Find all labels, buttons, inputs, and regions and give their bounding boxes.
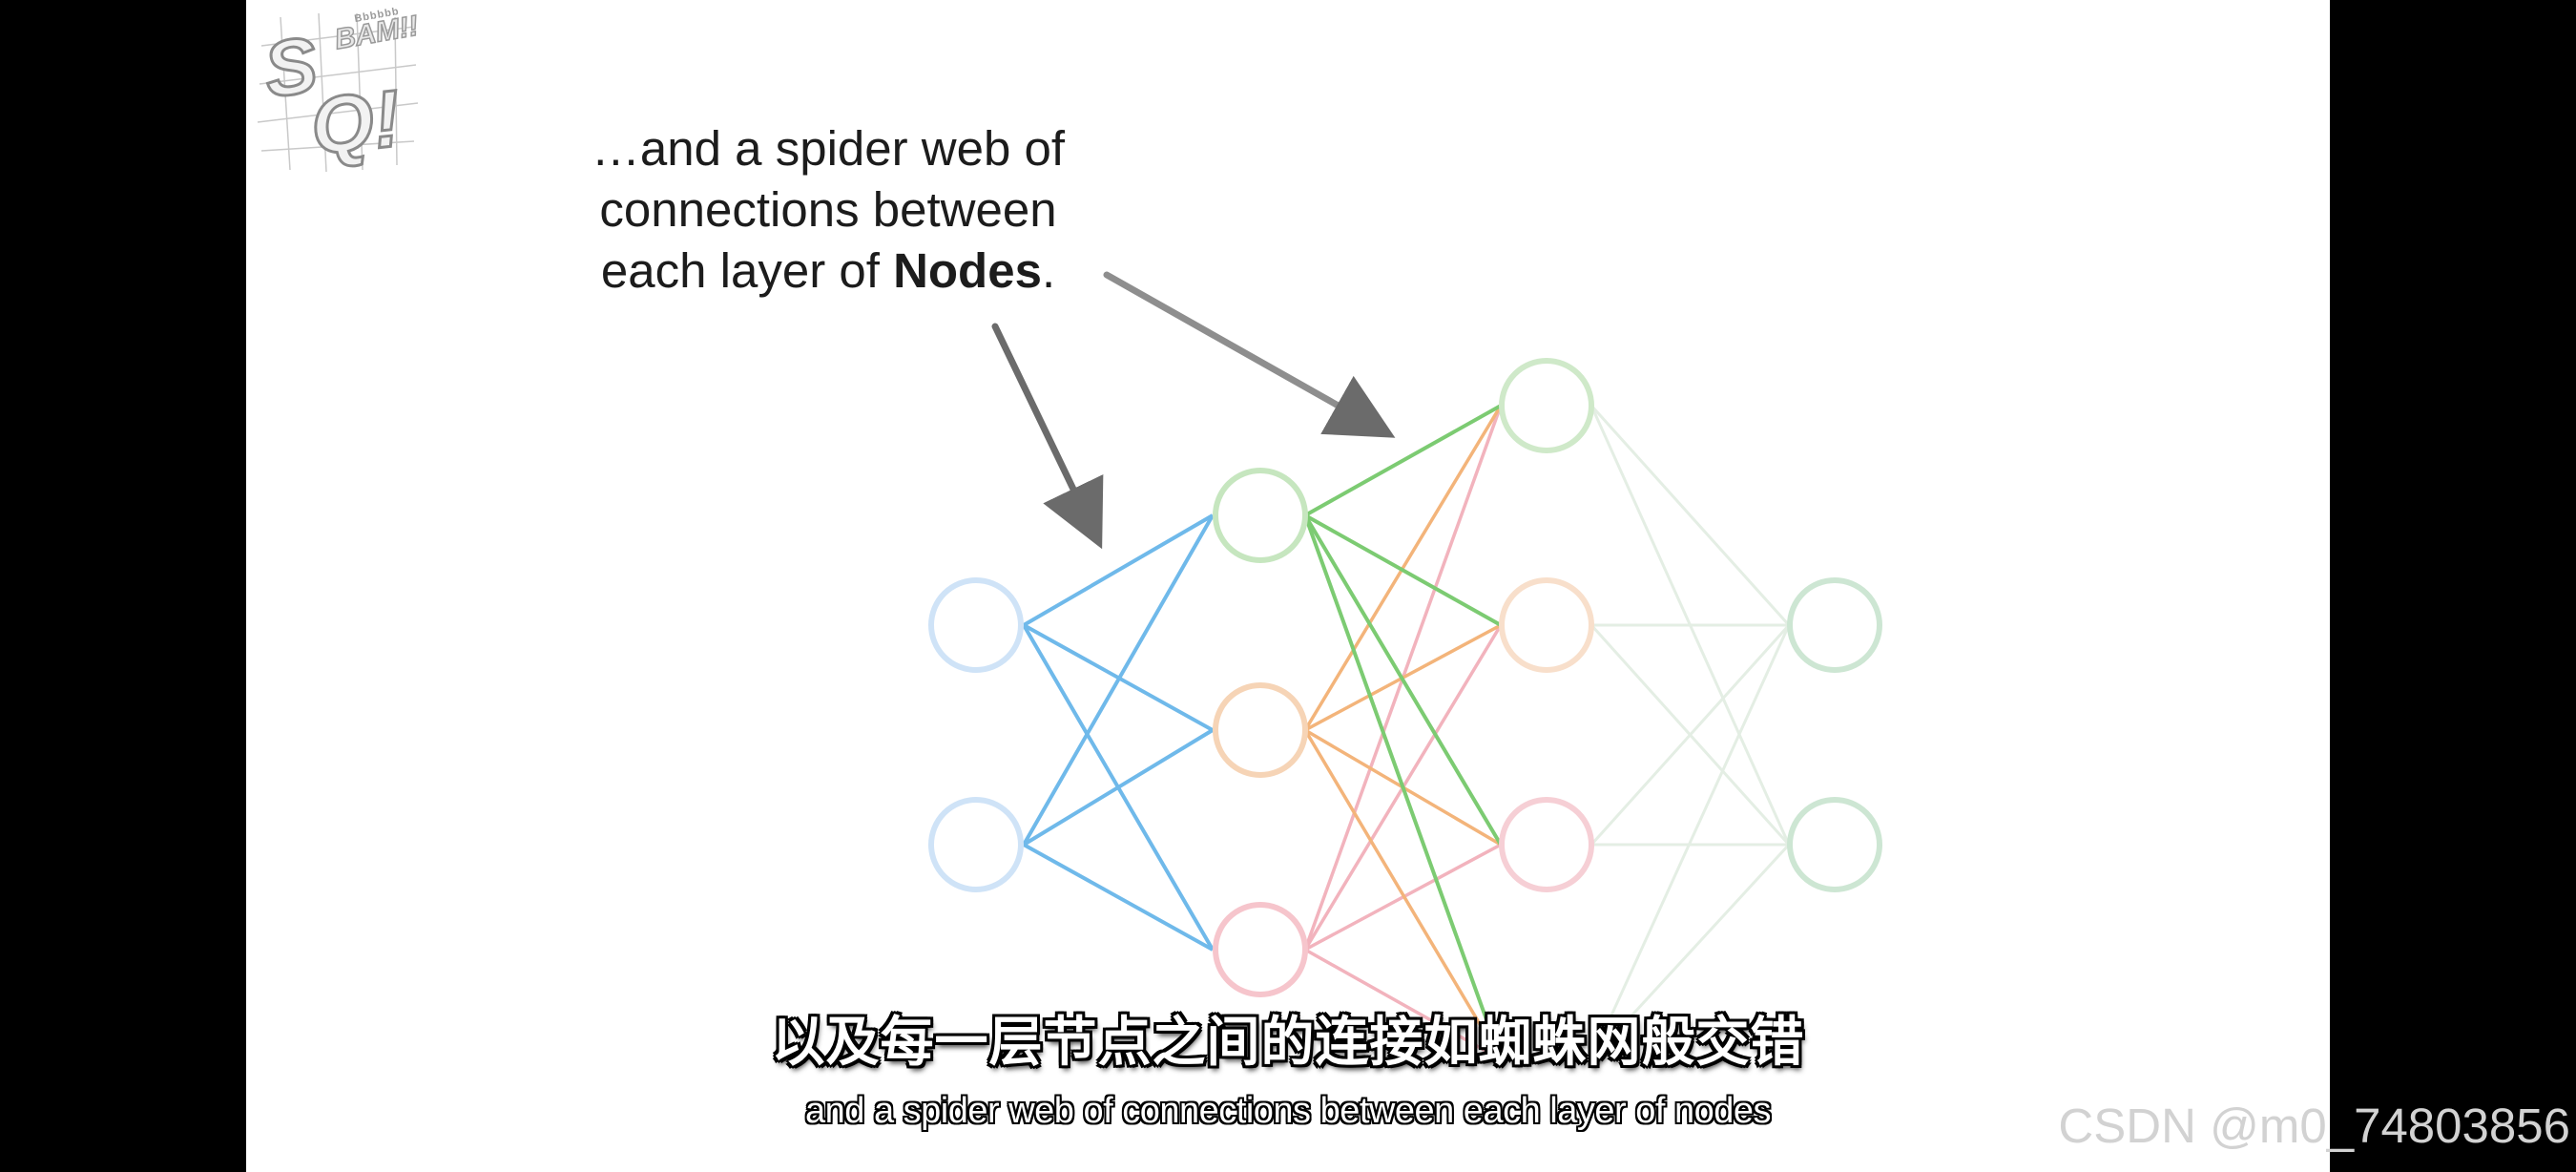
output-node-1 bbox=[1790, 580, 1880, 670]
green-connections bbox=[1305, 406, 1501, 1059]
subtitle-chinese: 以及每一层节点之间的连接如蜘蛛网般交错 bbox=[246, 1012, 2330, 1075]
input-connections bbox=[1024, 515, 1213, 950]
subtitle-english: and a spider web of connections between … bbox=[246, 1089, 2330, 1133]
hidden1-node-3 bbox=[1215, 905, 1305, 994]
hidden1-node-2 bbox=[1215, 685, 1305, 775]
hidden1-node-1 bbox=[1215, 471, 1305, 560]
video-frame: S Q! Bbbbbb BAM!! …and a spider web of c… bbox=[246, 0, 2330, 1172]
hidden2-node-1 bbox=[1502, 361, 1591, 450]
csdn-watermark: CSDN @m0_74803856 bbox=[2044, 1099, 2570, 1153]
output-node-2 bbox=[1790, 800, 1880, 889]
arrow-to-input-connections bbox=[995, 326, 1091, 525]
faded-connections bbox=[1591, 406, 1789, 1059]
hidden2-node-3 bbox=[1502, 800, 1591, 889]
neural-network-diagram bbox=[246, 0, 2330, 1172]
hidden2-node-2 bbox=[1502, 580, 1591, 670]
input-node-2 bbox=[931, 800, 1021, 889]
pink-connections bbox=[1305, 406, 1501, 1059]
input-node-1 bbox=[931, 580, 1021, 670]
orange-connections bbox=[1305, 406, 1501, 1059]
arrow-to-hidden-connections bbox=[1107, 275, 1372, 425]
